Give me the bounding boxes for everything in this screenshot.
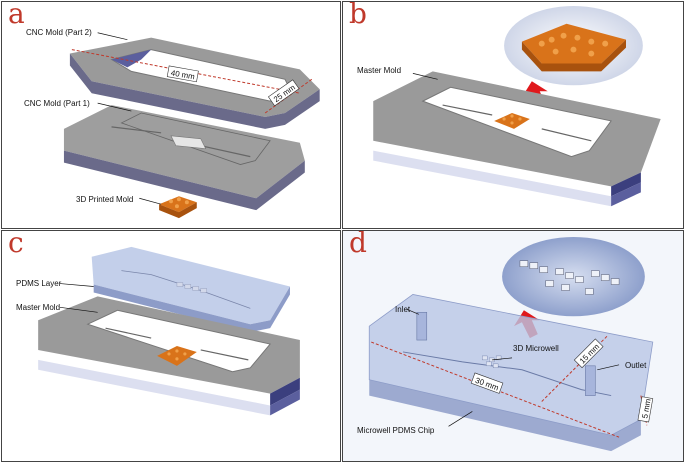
- master-mold-b: [373, 71, 661, 207]
- callout-master-mold-c: Master Mold: [16, 303, 61, 312]
- panel-d-label: d: [349, 230, 367, 259]
- panel-a-illustration: 40 mm 25 mm: [63, 32, 320, 219]
- printed-mold-zoom: [521, 23, 626, 72]
- dim-5mm: 5 mm: [640, 398, 652, 419]
- callout-outlet: Outlet: [625, 361, 647, 370]
- outlet-port: [585, 365, 596, 396]
- pdms-chip: [368, 294, 654, 452]
- panel-c-illustration: [38, 246, 300, 416]
- inlet-port: [416, 311, 428, 341]
- callout-inlet: Inlet: [395, 305, 411, 314]
- panel-d-illustration: 30 mm 15 mm 5 mm: [368, 236, 654, 452]
- panel-c-label: c: [8, 230, 24, 259]
- callout-printed-mold: 3D Printed Mold: [76, 195, 134, 204]
- callout-microwell: 3D Microwell: [513, 344, 559, 353]
- panel-a-label: a: [8, 1, 25, 30]
- cnc-mold-part1: [63, 105, 305, 211]
- master-mold-c: [38, 296, 300, 416]
- callout-master-mold-b: Master Mold: [357, 66, 402, 75]
- panel-d: 30 mm 15 mm 5 mm d Inlet 3D Microwell Ou…: [342, 230, 684, 462]
- panel-b: b Master Mold: [342, 1, 684, 229]
- printed-mold-a: [159, 196, 197, 219]
- pdms-layer: [91, 246, 290, 333]
- callout-cnc-part1: CNC Mold (Part 1): [24, 99, 90, 108]
- callout-pdms-layer: PDMS Layer: [16, 279, 62, 288]
- panel-b-illustration: [373, 5, 661, 207]
- panel-c: c PDMS Layer Master Mold: [1, 230, 341, 462]
- callout-chip: Microwell PDMS Chip: [357, 426, 435, 435]
- panel-b-label: b: [349, 1, 367, 30]
- callout-cnc-part2: CNC Mold (Part 2): [26, 28, 92, 37]
- microwell-zoom: [519, 260, 620, 295]
- panel-a: 40 mm 25 mm a CNC Mold (Part 2) CNC Mold…: [1, 1, 341, 229]
- dim-40mm: 40 mm: [170, 68, 196, 81]
